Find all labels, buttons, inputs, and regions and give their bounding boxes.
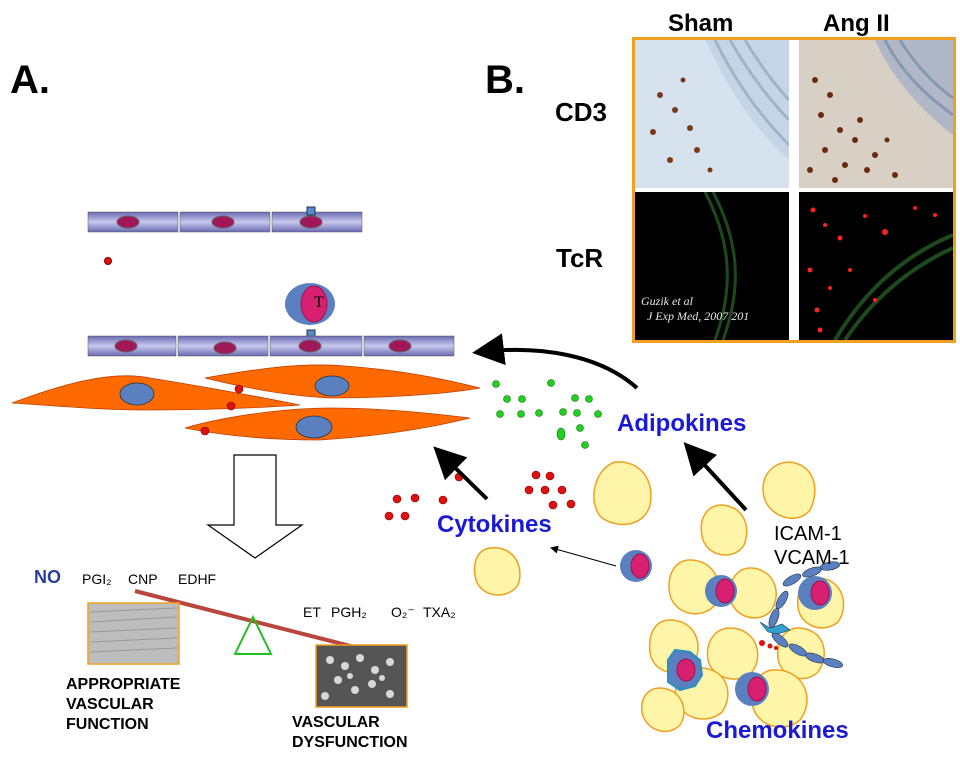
protective-factor-1: PGI₂ <box>82 571 112 587</box>
chemokines-label: Chemokines <box>706 717 849 744</box>
adipokines-label: Adipokines <box>617 410 747 437</box>
cytokine-dots-muscle <box>200 384 244 436</box>
cd3-ang-image <box>799 40 953 188</box>
tcr-ang-image <box>799 192 953 340</box>
t-cell-graphic <box>285 283 335 339</box>
icam-label: ICAM-1 <box>774 523 842 545</box>
protective-factor-2: CNP <box>128 571 158 587</box>
micrograph-frame: Guzik et al J Exp Med, 2007 201 <box>632 37 956 343</box>
no-label: NO <box>34 567 61 587</box>
row-cd3: CD3 <box>555 97 608 127</box>
adhesion-molecules <box>759 561 844 668</box>
vcam-label: VCAM-1 <box>774 547 850 569</box>
citation: Guzik et al J Exp Med, 2007 201 <box>641 294 750 323</box>
column-ang-ii: Ang II <box>823 10 890 37</box>
column-sham: Sham <box>668 10 734 37</box>
harmful-factor-4: TXA₂ <box>423 604 456 620</box>
cytokines-label: Cytokines <box>437 511 552 538</box>
harmful-factor-2: PGH₂ <box>331 604 367 620</box>
harmful-factor-1: ET <box>303 604 321 620</box>
adipocytes <box>473 461 845 733</box>
arrows <box>433 333 748 567</box>
cd3-sham-image <box>635 40 791 188</box>
outcome-arrow <box>206 454 304 559</box>
smooth-muscle-cells <box>11 364 481 441</box>
row-tcr: TcR <box>556 243 604 273</box>
harmful-factor-3: O₂⁻ <box>391 604 415 620</box>
balance-fulcrum <box>233 614 273 655</box>
t-cell-label: T <box>314 294 324 311</box>
red-dot <box>104 257 112 265</box>
adipokine-dots <box>492 379 602 449</box>
appropriate-function-caption: APPROPRIATE VASCULAR FUNCTION <box>66 676 181 733</box>
dysfunction-image <box>315 644 408 708</box>
protective-factor-3: EDHF <box>178 571 217 587</box>
endothelium-bottom <box>87 335 455 357</box>
panel-b-label: B. <box>485 58 525 102</box>
immune-cells <box>620 550 832 706</box>
chemokine-dots <box>759 640 778 650</box>
panel-a-label: A. <box>10 58 50 102</box>
appropriate-function-image <box>87 602 180 665</box>
tcr-sham-image <box>635 191 789 340</box>
endothelium-top <box>87 206 363 233</box>
vascular-dysfunction-caption: VASCULAR DYSFUNCTION <box>292 714 408 751</box>
